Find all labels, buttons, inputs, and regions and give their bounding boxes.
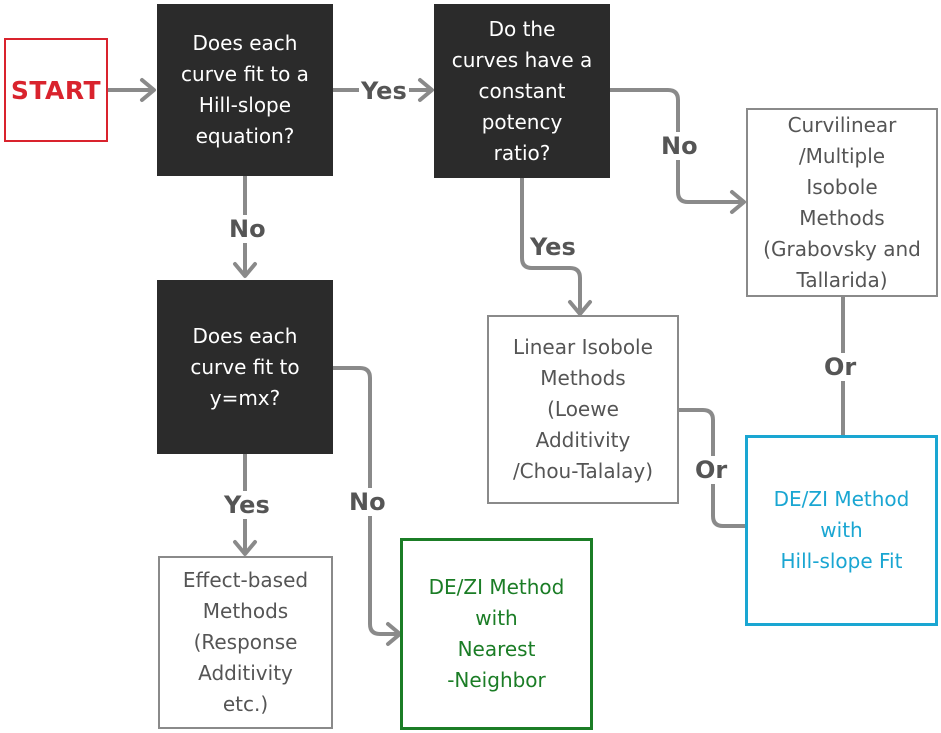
start-node: START: [4, 38, 108, 142]
label-potency-no: No: [659, 132, 700, 160]
dezi-hill-slope-method-text: DE/ZI Method with Hill-slope Fit: [773, 487, 910, 573]
arrowhead-potency-yes: [568, 300, 592, 316]
connector-potency-yes: [520, 178, 582, 312]
decision-linear-fit-text: Does each curve fit to y=mx?: [190, 323, 300, 410]
arrowhead-potency-no: [730, 190, 746, 214]
dezi-nearest-neighbor-method: DE/ZI Method with Nearest -Neighbor: [400, 538, 593, 730]
label-potency-yes: Yes: [528, 233, 578, 261]
label-hill-no: No: [227, 215, 268, 243]
arrowhead-hill-yes: [418, 78, 434, 102]
dezi-hill-slope-method: DE/ZI Method with Hill-slope Fit: [745, 435, 938, 626]
start-node-label: START: [10, 75, 102, 105]
label-or-curvilinear: Or: [822, 353, 859, 381]
curvilinear-isobole-methods-text: Curvilinear /Multiple Isobole Methods (G…: [763, 112, 921, 292]
effect-based-methods: Effect-based Methods (Response Additivit…: [158, 556, 333, 729]
arrowhead-start-to-hill: [140, 78, 156, 102]
decision-hill-slope: Does each curve fit to a Hill-slope equa…: [157, 4, 333, 176]
effect-based-methods-text: Effect-based Methods (Response Additivit…: [182, 568, 309, 716]
decision-hill-slope-text: Does each curve fit to a Hill-slope equa…: [181, 31, 309, 148]
label-or-linear: Or: [693, 456, 730, 484]
linear-isobole-methods-text: Linear Isobole Methods (Loewe Additivity…: [512, 335, 654, 483]
label-linear-yes: Yes: [222, 491, 272, 519]
label-hill-yes: Yes: [359, 77, 409, 105]
arrowhead-hill-no: [233, 262, 257, 278]
decision-constant-potency: Do the curves have a constant potency ra…: [434, 4, 610, 178]
curvilinear-isobole-methods: Curvilinear /Multiple Isobole Methods (G…: [746, 108, 938, 297]
linear-isobole-methods: Linear Isobole Methods (Loewe Additivity…: [487, 315, 679, 504]
dezi-nearest-neighbor-method-text: DE/ZI Method with Nearest -Neighbor: [428, 575, 565, 692]
decision-linear-fit: Does each curve fit to y=mx?: [157, 280, 333, 454]
arrowhead-linear-yes: [233, 540, 257, 556]
label-linear-no: No: [347, 488, 388, 516]
decision-constant-potency-text: Do the curves have a constant potency ra…: [451, 16, 593, 165]
